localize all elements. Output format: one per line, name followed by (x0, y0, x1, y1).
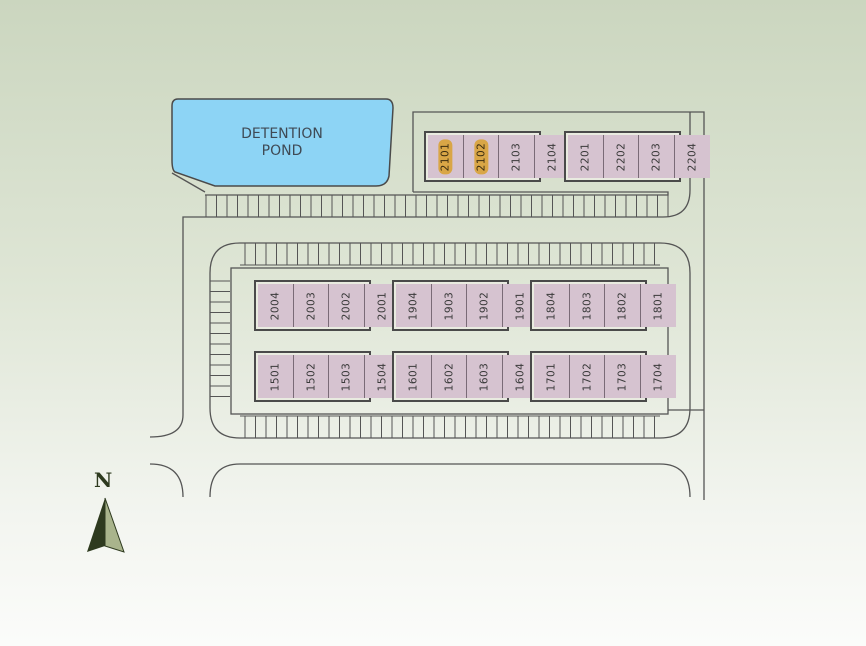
unit-1803[interactable]: 1803 (569, 284, 606, 327)
compass-label: N (94, 468, 113, 492)
unit-1904[interactable]: 1904 (396, 284, 432, 327)
unit-label: 2201 (579, 142, 592, 171)
unit-2002[interactable]: 2002 (329, 284, 366, 327)
unit-label: 1904 (407, 291, 420, 320)
detention-pond (171, 98, 394, 187)
unit-label: 1701 (545, 362, 558, 391)
building-b19: 1904 1903 1902 1901 (392, 280, 538, 331)
unit-label: 1501 (269, 362, 282, 391)
unit-2204[interactable]: 2204 (675, 135, 710, 178)
inner-island (230, 267, 669, 415)
unit-2203[interactable]: 2203 (639, 135, 676, 178)
unit-1701[interactable]: 1701 (534, 355, 570, 398)
unit-label: 2003 (305, 291, 318, 320)
building-b17: 1701 1702 1703 1704 (530, 351, 676, 402)
unit-label: 2004 (269, 291, 282, 320)
unit-label: 1903 (443, 291, 456, 320)
unit-label: 1802 (616, 291, 629, 320)
unit-label: 1704 (652, 362, 665, 391)
unit-label: 1602 (443, 362, 456, 391)
unit-1703[interactable]: 1703 (605, 355, 642, 398)
unit-1603[interactable]: 1603 (467, 355, 504, 398)
unit-label: 1504 (376, 362, 389, 391)
unit-label: 2104 (546, 142, 559, 171)
unit-label: 1703 (616, 362, 629, 391)
unit-1903[interactable]: 1903 (431, 284, 468, 327)
unit-1704[interactable]: 1704 (641, 355, 676, 398)
unit-1602[interactable]: 1602 (431, 355, 468, 398)
pond-label: DETENTION POND (200, 126, 364, 160)
unit-label: 2203 (650, 142, 663, 171)
building-b22: 2201 2202 2203 2204 (564, 131, 710, 182)
unit-1804[interactable]: 1804 (534, 284, 570, 327)
building-b21: 2101 2102 2103 2104 (424, 131, 570, 182)
unit-1503[interactable]: 1503 (329, 355, 366, 398)
unit-2101[interactable]: 2101 (428, 135, 464, 178)
unit-label: 2204 (686, 142, 699, 171)
building-b16: 1601 1602 1603 1604 (392, 351, 538, 402)
unit-1802[interactable]: 1802 (605, 284, 642, 327)
unit-label: 1804 (545, 291, 558, 320)
unit-label: 1901 (514, 291, 527, 320)
unit-1502[interactable]: 1502 (293, 355, 330, 398)
top-lot-boundary (412, 111, 705, 500)
building-b18: 1804 1803 1802 1801 (530, 280, 676, 331)
unit-label: 1801 (652, 291, 665, 320)
building-b15: 1501 1502 1503 1504 (254, 351, 400, 402)
main-loop (209, 242, 691, 439)
unit-label: 2101 (438, 139, 453, 174)
unit-label: 1902 (478, 291, 491, 320)
unit-2201[interactable]: 2201 (568, 135, 604, 178)
unit-label: 2001 (376, 291, 389, 320)
pond-label-line1: DETENTION (241, 126, 323, 142)
pond-label-line2: POND (261, 143, 303, 159)
unit-label: 2202 (615, 142, 628, 171)
unit-2003[interactable]: 2003 (293, 284, 330, 327)
building-b20: 2004 2003 2002 2001 (254, 280, 400, 331)
unit-1601[interactable]: 1601 (396, 355, 432, 398)
unit-label: 2002 (340, 291, 353, 320)
unit-2103[interactable]: 2103 (499, 135, 536, 178)
unit-label: 2103 (510, 142, 523, 171)
unit-2102[interactable]: 2102 (463, 135, 500, 178)
unit-1801[interactable]: 1801 (641, 284, 676, 327)
unit-label: 1702 (581, 362, 594, 391)
unit-2004[interactable]: 2004 (258, 284, 294, 327)
unit-label: 1603 (478, 362, 491, 391)
unit-label: 1803 (581, 291, 594, 320)
unit-1902[interactable]: 1902 (467, 284, 504, 327)
north-arrow-icon (87, 497, 125, 553)
unit-label: 1601 (407, 362, 420, 391)
unit-label: 1502 (305, 362, 318, 391)
unit-1501[interactable]: 1501 (258, 355, 294, 398)
unit-label: 1503 (340, 362, 353, 391)
unit-label: 2102 (474, 139, 489, 174)
unit-2202[interactable]: 2202 (603, 135, 640, 178)
unit-1702[interactable]: 1702 (569, 355, 606, 398)
unit-label: 1604 (514, 362, 527, 391)
